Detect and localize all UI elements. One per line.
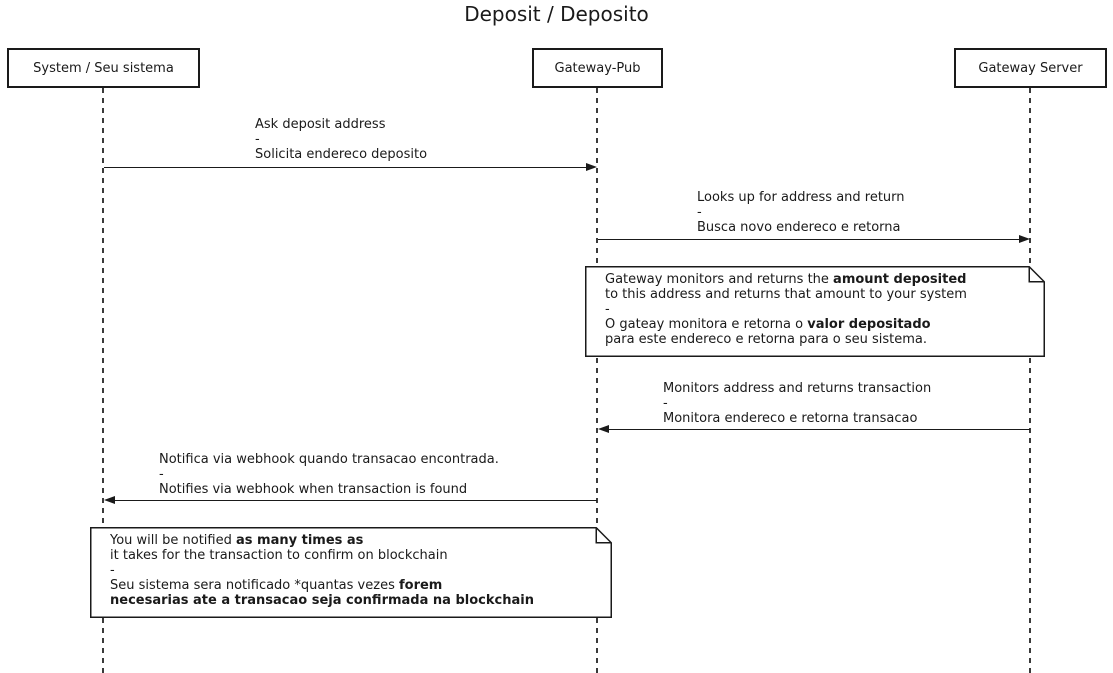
message-4-line-1: Notifica via webhook quando transacao en…: [159, 452, 499, 467]
message-4-label: Notifica via webhook quando transacao en…: [159, 452, 499, 497]
note-line-text: -: [605, 302, 610, 317]
message-3-arrow-line: [608, 429, 1030, 430]
message-1-arrowhead-icon: [586, 163, 597, 171]
note-line: O gateay monitora e retorna o valor depo…: [605, 317, 1031, 332]
note-line-bold: as many times as: [236, 533, 364, 548]
note-line: You will be notified as many times as: [110, 533, 598, 548]
message-2-line-3: Busca novo endereco e retorna: [697, 220, 901, 235]
participant-system-label: System / Seu sistema: [33, 60, 174, 76]
participant-gateway-pub-label: Gateway-Pub: [554, 60, 641, 76]
note-webhook-notifications-text: You will be notified as many times as it…: [90, 527, 612, 608]
message-4-line-2: -: [159, 467, 164, 482]
note-gateway-monitors: Gateway monitors and returns the amount …: [585, 266, 1045, 357]
message-2-line-2: -: [697, 205, 702, 220]
message-3-line-2: -: [663, 396, 668, 411]
note-line: para este endereco e retorna para o seu …: [605, 332, 1031, 347]
message-3-arrowhead-icon: [598, 425, 609, 433]
note-line-text: to this address and returns that amount …: [605, 287, 967, 302]
message-2-line-1: Looks up for address and return: [697, 190, 905, 205]
note-line-text: para este endereco e retorna para o seu …: [605, 332, 928, 347]
message-2-label: Looks up for address and return - Busca …: [697, 190, 905, 235]
participant-gateway-pub: Gateway-Pub: [532, 48, 663, 88]
note-line: it takes for the transaction to confirm …: [110, 548, 598, 563]
note-webhook-notifications: You will be notified as many times as it…: [90, 527, 612, 618]
message-1-arrow-line: [104, 167, 587, 168]
note-line: Seu sistema sera notificado *quantas vez…: [110, 578, 598, 593]
participant-gateway-server-label: Gateway Server: [978, 60, 1083, 76]
participant-gateway-server: Gateway Server: [954, 48, 1107, 88]
message-1-label: Ask deposit address - Solicita endereco …: [255, 117, 427, 162]
diagram-title: Deposit / Deposito: [464, 2, 649, 26]
note-line: -: [110, 563, 598, 578]
lifeline-gateway-pub: [596, 88, 598, 673]
message-1-line-1: Ask deposit address: [255, 117, 386, 132]
lifeline-system: [102, 88, 104, 673]
note-gateway-monitors-text: Gateway monitors and returns the amount …: [585, 266, 1045, 347]
message-1-line-3: Solicita endereco deposito: [255, 147, 428, 162]
note-line-bold: amount deposited: [833, 272, 967, 287]
message-3-line-1: Monitors address and returns transaction: [663, 381, 932, 396]
note-line-text: Gateway monitors and returns the: [605, 272, 834, 287]
note-line-text: O gateay monitora e retorna o: [605, 317, 808, 332]
note-line: -: [605, 302, 1031, 317]
message-4-arrowhead-icon: [104, 496, 115, 504]
participant-system: System / Seu sistema: [7, 48, 200, 88]
note-line-text: You will be notified: [110, 533, 236, 548]
note-line-bold: valor depositado: [807, 317, 931, 332]
note-line-bold: forem: [398, 578, 443, 593]
note-shape: [90, 527, 612, 618]
lifeline-gateway-server: [1029, 88, 1031, 673]
message-3-line-3: Monitora endereco e retorna transacao: [663, 411, 918, 426]
note-line: necesarias ate a transacao seja confirma…: [110, 593, 598, 608]
note-line: Gateway monitors and returns the amount …: [605, 272, 1031, 287]
message-4-line-3: Notifies via webhook when transaction is…: [159, 482, 468, 497]
message-2-arrowhead-icon: [1019, 235, 1030, 243]
note-line: to this address and returns that amount …: [605, 287, 1031, 302]
note-line-text: -: [110, 563, 115, 578]
note-shape: [585, 266, 1045, 357]
note-line-bold: necesarias ate a transacao seja confirma…: [110, 593, 534, 608]
note-line-text: it takes for the transaction to confirm …: [110, 548, 448, 563]
note-line-text: Seu sistema sera notificado *quantas vez…: [110, 578, 399, 593]
message-1-line-2: -: [255, 132, 260, 147]
message-3-label: Monitors address and returns transaction…: [663, 381, 931, 426]
message-2-arrow-line: [598, 239, 1020, 240]
message-4-arrow-line: [115, 500, 597, 501]
